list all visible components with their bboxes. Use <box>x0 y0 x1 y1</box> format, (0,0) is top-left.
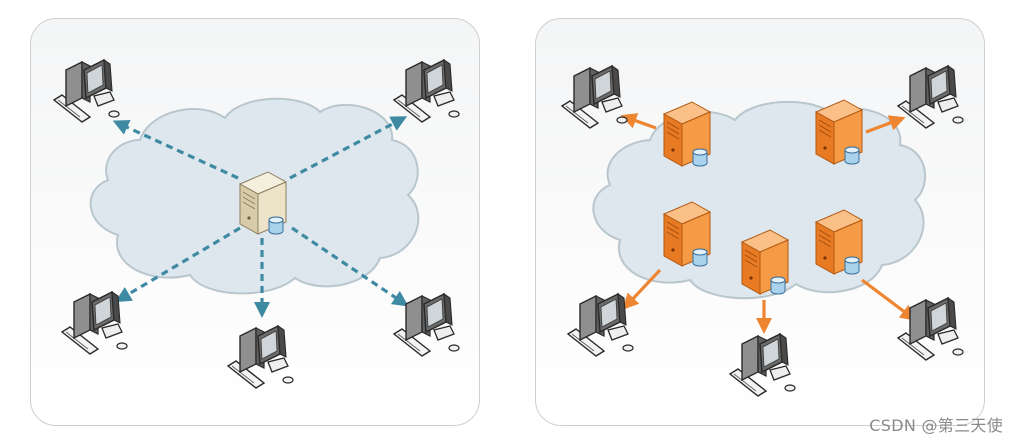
link-server-to-bottom-right <box>291 226 409 307</box>
watermark: CSDN @第三天使 <box>869 416 1003 435</box>
server-icon <box>741 229 789 295</box>
computer-icon <box>561 65 628 129</box>
computer-icon <box>393 59 460 123</box>
computer-icon <box>227 325 294 389</box>
central-server-icon <box>239 171 287 235</box>
link-server-to-top-left <box>112 120 239 180</box>
server-icon <box>815 99 863 165</box>
link-server-to-bottom-left <box>115 226 241 303</box>
computer-icon <box>897 297 964 361</box>
server-icon <box>663 201 711 267</box>
computer-icon <box>61 291 128 355</box>
distributed-diagram <box>561 65 964 397</box>
centralized-diagram <box>53 59 460 389</box>
computer-icon <box>567 293 634 357</box>
link-server-to-top-right <box>289 116 408 180</box>
server-icon <box>815 209 863 275</box>
computer-icon <box>53 59 120 123</box>
computer-icon <box>393 293 460 357</box>
link-server5-to-computer <box>861 278 917 321</box>
link-server1-to-computer <box>620 113 657 130</box>
server-icon <box>663 101 711 167</box>
link-server3-to-computer <box>622 268 662 310</box>
computer-icon <box>897 65 964 129</box>
link-server2-to-computer <box>865 115 906 134</box>
computer-icon <box>729 333 796 397</box>
